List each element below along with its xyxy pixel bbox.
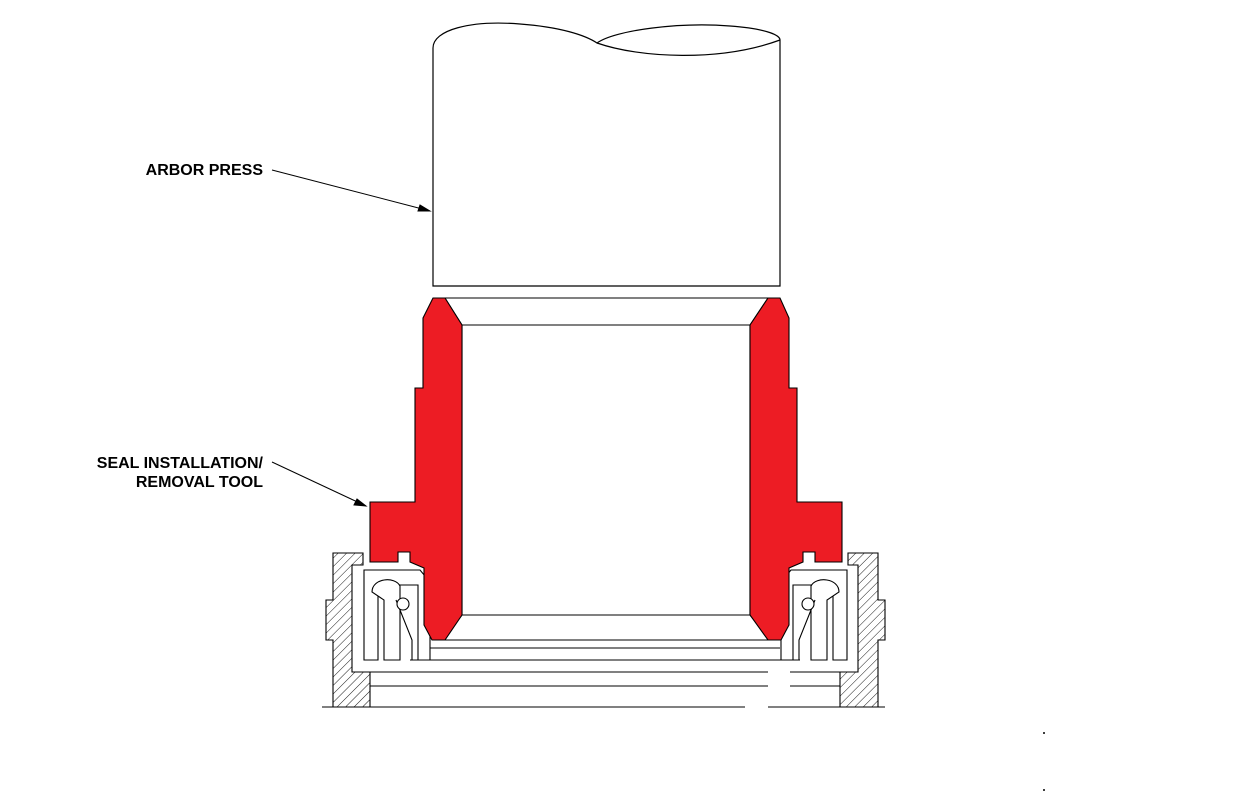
arbor-press-label-text: ARBOR PRESS xyxy=(145,162,263,179)
seal-left xyxy=(363,569,431,661)
seal-tool-label-line1: SEAL INSTALLATION/ xyxy=(96,455,263,472)
stray-mark xyxy=(1043,789,1045,791)
leader-arbor-press xyxy=(271,169,432,212)
seal-tool-label: SEAL INSTALLATION/ REMOVAL TOOL xyxy=(97,454,263,492)
stray-mark xyxy=(1043,732,1045,734)
housing xyxy=(322,552,886,708)
arbor-press-label: ARBOR PRESS xyxy=(146,161,263,180)
seal-installation-tool xyxy=(369,297,843,641)
seal-right xyxy=(780,569,848,661)
leader-seal-tool xyxy=(271,461,368,507)
arbor-press-ram xyxy=(432,22,781,287)
seal-tool-label-line2: REMOVAL TOOL xyxy=(135,474,263,491)
